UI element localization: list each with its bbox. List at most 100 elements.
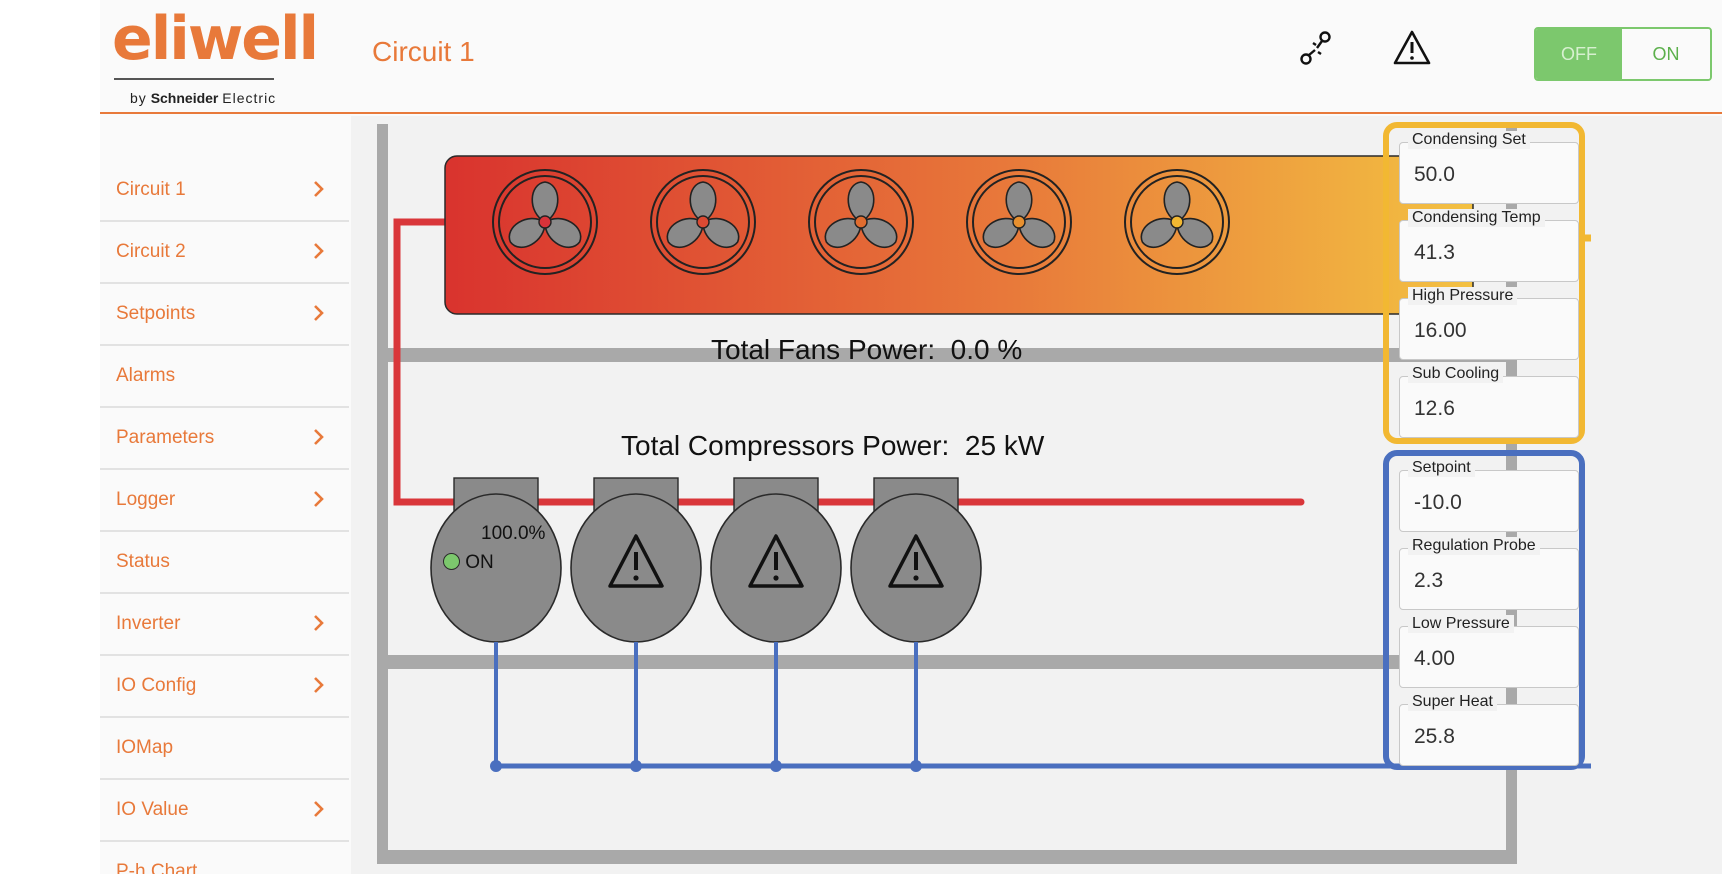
logo-sub-brand: Schneider [150, 90, 219, 106]
readout-value: 2.3 [1414, 569, 1444, 592]
compressor-2[interactable] [570, 477, 702, 772]
sidebar-item-alarms[interactable]: Alarms [100, 346, 349, 408]
sidebar-item-io-config[interactable]: IO Config [100, 656, 349, 718]
logo-sub-suffix: Electric [222, 90, 277, 106]
compressor-1-status: ON [443, 552, 494, 574]
rack-shelf-upper [377, 348, 1517, 362]
readout-value: 4.00 [1414, 647, 1455, 670]
compressor-4[interactable] [850, 477, 982, 772]
sidebar-item-io-value[interactable]: IO Value [100, 780, 349, 842]
sidebar-item-label: P-h Chart [116, 861, 198, 874]
sidebar-item-setpoints[interactable]: Setpoints [100, 284, 349, 346]
sidebar-item-iomap[interactable]: IOMap [100, 718, 349, 780]
sidebar-item-label: Circuit 1 [116, 179, 186, 200]
sidebar-item-p-h-chart[interactable]: P-h Chart [100, 842, 349, 874]
sidebar-item-label: IO Config [116, 675, 197, 696]
chevron-right-icon [307, 612, 329, 634]
toggle-off-option[interactable]: OFF [1536, 29, 1622, 79]
fan-icon [1124, 169, 1230, 275]
readout-value: 16.00 [1414, 319, 1467, 342]
sidebar-item-inverter[interactable]: Inverter [100, 594, 349, 656]
refrigeration-diagram: Total Fans Power: 0.0 % Total Compressor… [351, 116, 1722, 874]
compressor-1-status-text: ON [465, 552, 494, 573]
fans-power-value: 0.0 % [950, 334, 1023, 365]
status-led-icon [443, 553, 460, 570]
alarm-warning-icon [888, 534, 944, 588]
sidebar-item-label: Parameters [116, 427, 215, 448]
readout-label: Sub Cooling [1408, 365, 1504, 383]
sidebar-item-label: Logger [116, 489, 176, 510]
compressors-power-label: Total Compressors Power: [621, 430, 950, 461]
chevron-right-icon [307, 178, 329, 200]
discharge-line [393, 218, 1305, 506]
readout-label: Setpoint [1408, 459, 1475, 477]
fan-icon [808, 169, 914, 275]
alarm-warning-icon [748, 534, 804, 588]
sidebar-item-logger[interactable]: Logger [100, 470, 349, 532]
readout-value: 12.6 [1414, 397, 1455, 420]
alarm-warning-icon [608, 534, 664, 588]
logo-rule [114, 78, 274, 80]
power-toggle[interactable]: OFF ON [1534, 27, 1712, 81]
sidebar-item-circuit-2[interactable]: Circuit 2 [100, 222, 349, 284]
compressors-power-readout: Total Compressors Power: 25 kW [621, 430, 1044, 462]
chevron-right-icon [307, 240, 329, 262]
readout-setpoint: Setpoint -10.0 [1399, 459, 1579, 532]
readout-value: 41.3 [1414, 241, 1455, 264]
readout-regulation-probe: Regulation Probe 2.3 [1399, 537, 1579, 610]
rack-left-post [377, 124, 388, 864]
sidebar-item-label: Status [116, 551, 170, 572]
readout-high-pressure: High Pressure 16.00 [1399, 287, 1579, 360]
fan-icon [650, 169, 756, 275]
fans-power-readout: Total Fans Power: 0.0 % [711, 334, 1022, 366]
sidebar-item-status[interactable]: Status [100, 532, 349, 594]
sidebar-item-label: Alarms [116, 365, 176, 386]
fan-icon [492, 169, 598, 275]
toggle-on-option[interactable]: ON [1622, 29, 1710, 79]
sidebar-item-label: Inverter [116, 613, 181, 634]
readout-value: 50.0 [1414, 163, 1455, 186]
network-icon[interactable] [1296, 28, 1336, 68]
chevron-right-icon [307, 488, 329, 510]
readout-label: Condensing Set [1408, 131, 1530, 149]
alarm-warning-icon[interactable] [1392, 28, 1432, 68]
compressor-1-power: 100.0% [481, 523, 546, 544]
fan-icon [966, 169, 1072, 275]
sidebar-item-label: Setpoints [116, 303, 196, 324]
chevron-right-icon [307, 674, 329, 696]
chevron-right-icon [307, 426, 329, 448]
logo-subtitle: by Schneider Electric [130, 90, 276, 106]
sidebar-item-label: IO Value [116, 799, 189, 820]
readout-condensing-set: Condensing Set 50.0 [1399, 131, 1579, 204]
page-title: Circuit 1 [372, 36, 475, 67]
readout-label: Regulation Probe [1408, 537, 1540, 555]
rack-base [377, 850, 1517, 864]
sidebar-item-parameters[interactable]: Parameters [100, 408, 349, 470]
readout-sub-cooling: Sub Cooling 12.6 [1399, 365, 1579, 438]
readout-label: Super Heat [1408, 693, 1497, 711]
readout-label: High Pressure [1408, 287, 1518, 305]
diagram-canvas [377, 124, 1591, 864]
readout-condensing-temp: Condensing Temp 41.3 [1399, 209, 1579, 282]
readout-label: Low Pressure [1408, 615, 1514, 633]
readout-low-pressure: Low Pressure 4.00 [1399, 615, 1579, 688]
rack-shelf-lower [377, 655, 1517, 669]
header: eliwell by Schneider Electric Circuit 1 [100, 0, 1722, 114]
fans-power-label: Total Fans Power: [711, 334, 936, 365]
sidebar-item-label: Circuit 2 [116, 241, 186, 262]
sidebar-spacer [100, 118, 349, 160]
eliwell-logo: eliwell by Schneider Electric [110, 4, 319, 108]
logo-wordmark: eliwell [112, 4, 319, 74]
compressor-3[interactable] [710, 477, 842, 772]
readout-value: 25.8 [1414, 725, 1455, 748]
app-window: eliwell by Schneider Electric Circuit 1 [100, 0, 1722, 874]
sidebar-item-circuit-1[interactable]: Circuit 1 [100, 160, 349, 222]
readout-value: -10.0 [1414, 491, 1462, 514]
compressor-1[interactable] [430, 477, 562, 772]
chevron-right-icon [307, 302, 329, 324]
readout-label: Condensing Temp [1408, 209, 1545, 227]
